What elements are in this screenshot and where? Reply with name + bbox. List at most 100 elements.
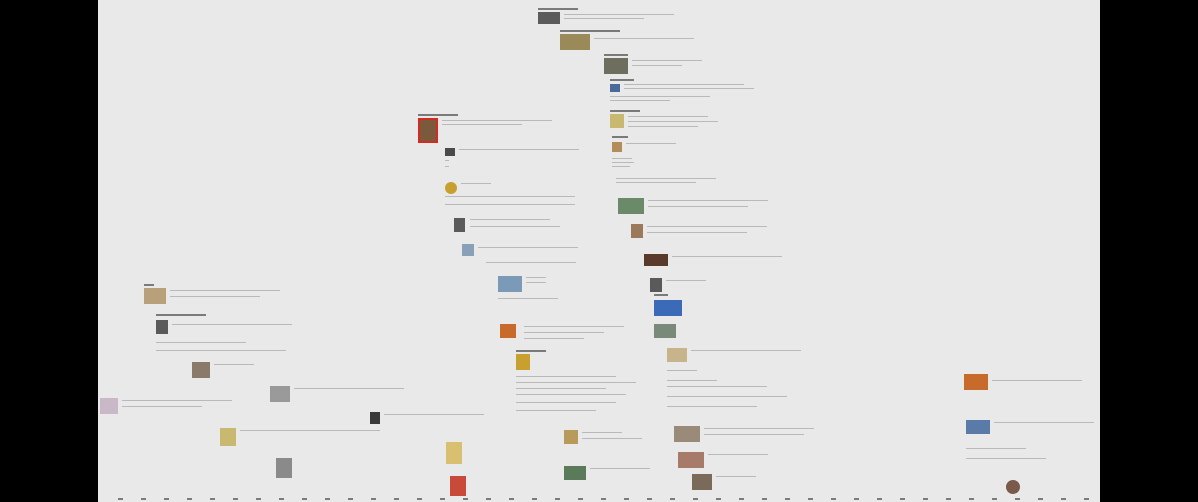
entry-text	[647, 232, 747, 233]
entry-thumbnail[interactable]	[538, 12, 560, 24]
ruler-tick	[808, 498, 813, 500]
entry-thumbnail[interactable]	[1006, 480, 1020, 494]
entry-thumbnail[interactable]	[445, 148, 455, 156]
entry-text	[667, 380, 717, 381]
entry-thumbnail[interactable]	[964, 374, 988, 390]
entry-thumbnail[interactable]	[564, 430, 578, 444]
entry-text	[516, 382, 636, 383]
entry-text	[716, 476, 756, 477]
entry-thumbnail[interactable]	[631, 224, 643, 238]
entry-text	[445, 196, 575, 197]
entry-text	[672, 256, 782, 257]
entry-text	[470, 219, 550, 220]
entry-thumbnail[interactable]	[612, 142, 622, 152]
entry-thumbnail[interactable]	[654, 300, 682, 316]
entry-text	[992, 380, 1082, 381]
entry-thumbnail[interactable]	[418, 118, 438, 143]
entry-thumbnail[interactable]	[678, 452, 704, 468]
entry-text	[156, 350, 286, 351]
entry-thumbnail[interactable]	[220, 428, 236, 446]
entry-text	[966, 458, 1046, 459]
entry-thumbnail[interactable]	[604, 58, 628, 74]
ruler-tick	[394, 498, 399, 500]
ruler-tick	[1015, 498, 1020, 500]
ruler-tick	[440, 498, 445, 500]
entry-text	[667, 396, 787, 397]
entry-thumbnail[interactable]	[270, 386, 290, 402]
entry-thumbnail[interactable]	[564, 466, 586, 480]
entry-text	[648, 206, 748, 207]
entry-text	[612, 162, 634, 163]
entry-text	[666, 280, 706, 281]
entry-thumbnail[interactable]	[446, 442, 462, 464]
entry-thumbnail[interactable]	[144, 288, 166, 304]
entry-text	[470, 226, 560, 227]
entry-text	[628, 126, 698, 127]
entry-text	[616, 178, 716, 179]
entry-text	[624, 88, 754, 89]
entry-title	[538, 8, 578, 10]
entry-thumbnail[interactable]	[500, 324, 516, 338]
entry-thumbnail[interactable]	[450, 476, 466, 496]
entry-thumbnail[interactable]	[692, 474, 712, 490]
entry-text	[384, 414, 484, 415]
ruler-tick	[1038, 498, 1043, 500]
entry-thumbnail[interactable]	[370, 412, 380, 424]
entry-text	[667, 386, 767, 387]
entry-text	[516, 376, 616, 377]
entry-thumbnail[interactable]	[498, 276, 522, 292]
entry-text	[632, 60, 702, 61]
entry-text	[704, 428, 814, 429]
entry-text	[648, 200, 768, 201]
ruler-tick	[532, 498, 537, 500]
entry-title	[610, 110, 640, 112]
entry-text	[582, 438, 642, 439]
entry-text	[122, 406, 202, 407]
entry-text	[667, 406, 757, 407]
entry-thumbnail[interactable]	[650, 278, 662, 292]
entry-text	[628, 116, 708, 117]
ruler-tick	[463, 498, 468, 500]
entry-text	[610, 100, 670, 101]
entry-title	[156, 314, 206, 316]
entry-title	[560, 30, 620, 32]
entry-thumbnail[interactable]	[610, 114, 624, 128]
entry-thumbnail[interactable]	[966, 420, 990, 434]
entry-thumbnail[interactable]	[618, 198, 644, 214]
entry-text	[647, 226, 767, 227]
entry-thumbnail[interactable]	[462, 244, 474, 256]
entry-text	[612, 166, 630, 167]
entry-text	[564, 18, 644, 19]
entry-text	[461, 183, 491, 184]
entry-text	[594, 38, 694, 39]
ruler-tick	[854, 498, 859, 500]
entry-text	[478, 247, 578, 248]
entry-thumbnail[interactable]	[560, 34, 590, 50]
ruler-tick	[371, 498, 376, 500]
ruler-tick	[1084, 498, 1089, 500]
entry-thumbnail[interactable]	[516, 354, 530, 370]
timeline-ruler[interactable]	[98, 496, 1100, 502]
entry-thumbnail[interactable]	[674, 426, 700, 442]
entry-thumbnail[interactable]	[644, 254, 668, 266]
entry-thumbnail[interactable]	[454, 218, 465, 232]
entry-thumbnail[interactable]	[445, 182, 457, 194]
entry-thumbnail[interactable]	[100, 398, 118, 414]
timeline-canvas[interactable]	[98, 0, 1100, 502]
entry-thumbnail[interactable]	[610, 84, 620, 92]
ruler-tick	[739, 498, 744, 500]
ruler-tick	[325, 498, 330, 500]
entry-thumbnail[interactable]	[156, 320, 168, 334]
entry-text	[624, 84, 744, 85]
entry-text	[667, 370, 697, 371]
entry-text	[170, 290, 280, 291]
entry-thumbnail[interactable]	[654, 324, 676, 338]
entry-title	[418, 114, 458, 116]
entry-title	[604, 54, 628, 56]
ruler-tick	[302, 498, 307, 500]
entry-thumbnail[interactable]	[192, 362, 210, 378]
entry-text	[626, 143, 676, 144]
entry-thumbnail[interactable]	[276, 458, 292, 478]
entry-thumbnail[interactable]	[667, 348, 687, 362]
ruler-tick	[762, 498, 767, 500]
